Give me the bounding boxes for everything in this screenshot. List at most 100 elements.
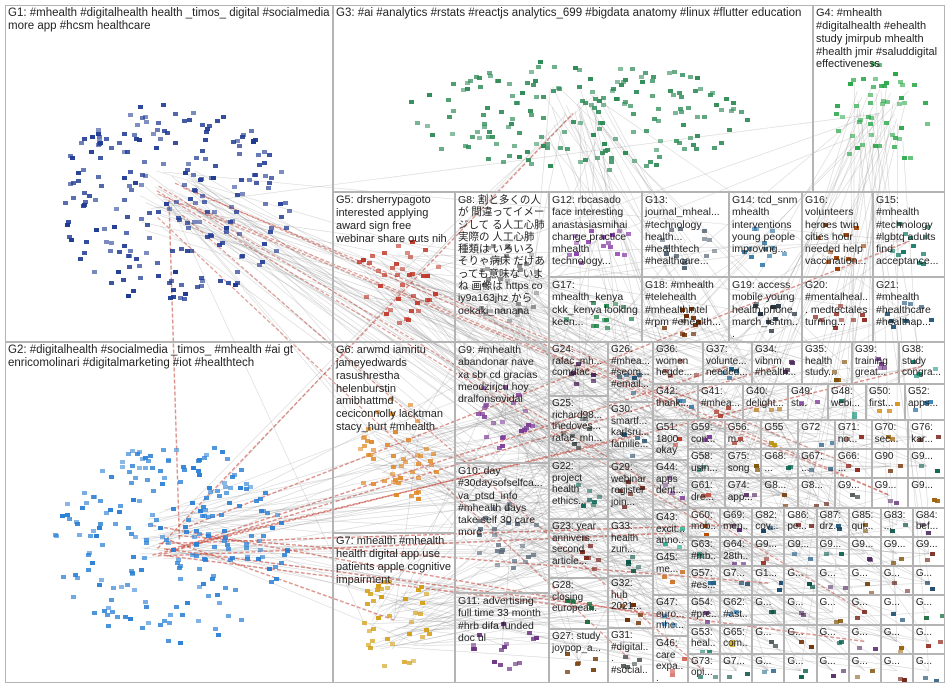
node <box>405 251 410 255</box>
node <box>185 601 190 605</box>
group-label: G45: me... <box>656 552 685 575</box>
node <box>731 101 736 105</box>
node <box>122 198 127 202</box>
node <box>423 248 428 252</box>
node <box>185 221 190 225</box>
node <box>632 159 637 163</box>
node <box>192 535 197 539</box>
node <box>215 593 220 597</box>
node <box>197 532 202 536</box>
node <box>478 85 483 89</box>
node <box>682 147 687 151</box>
node <box>868 122 873 126</box>
node <box>222 539 227 543</box>
group-label: G50: first... <box>869 386 902 409</box>
group-label: G71: no... <box>838 422 869 445</box>
node <box>213 627 218 631</box>
group-cell-g19: G19: access mobile young health phone ma… <box>729 277 802 342</box>
node <box>693 89 698 93</box>
group-label: G58: usin... <box>691 451 722 474</box>
node <box>88 534 93 538</box>
node <box>539 135 544 139</box>
node <box>105 613 110 617</box>
node <box>880 102 885 106</box>
group-cell-g30: G30: smartf... karlsru... familie... <box>608 402 653 460</box>
node <box>671 93 676 97</box>
node <box>718 414 723 418</box>
node <box>139 568 144 572</box>
group-cell-g113: G... <box>784 625 816 654</box>
node <box>899 557 904 561</box>
node <box>625 618 630 622</box>
node <box>145 223 150 227</box>
group-label: G9... <box>838 480 869 492</box>
node <box>192 220 197 224</box>
node <box>239 468 244 472</box>
node <box>129 569 134 573</box>
node <box>424 592 429 596</box>
node <box>857 120 862 124</box>
node <box>74 520 79 524</box>
node <box>263 491 268 495</box>
node <box>420 635 425 639</box>
node <box>589 103 594 107</box>
node <box>98 499 103 503</box>
group-cell-g47: G47: euro... mhe... <box>653 595 688 636</box>
node <box>538 60 543 64</box>
node <box>643 71 648 75</box>
group-label: G... <box>884 597 910 609</box>
node <box>387 614 392 618</box>
node <box>486 157 491 161</box>
node <box>529 113 534 117</box>
group-label: G9: #mhealth abandonar nave xa sbr cd gr… <box>458 344 546 405</box>
group-label: G34: vibnm #health... <box>755 344 799 379</box>
group-cell-g116: G... <box>881 625 913 654</box>
node <box>900 83 905 87</box>
node <box>115 615 120 619</box>
node <box>854 104 859 108</box>
node <box>171 288 176 292</box>
node <box>262 242 267 246</box>
group-cell-g63: G63: #mb... <box>688 537 720 566</box>
node <box>396 481 401 485</box>
node <box>179 247 184 251</box>
node <box>382 479 387 483</box>
node <box>530 424 535 428</box>
node <box>529 162 534 166</box>
node <box>486 135 491 139</box>
group-cell-g9: G9: #mhealth abandonar nave xa sbr cd gr… <box>455 342 549 463</box>
node <box>166 639 171 643</box>
node <box>180 613 185 617</box>
group-cell-g42: G42: thank... <box>653 384 698 420</box>
node <box>719 141 724 145</box>
node <box>482 415 487 419</box>
group-label: G65: com... <box>723 627 749 654</box>
node <box>404 317 409 321</box>
node <box>577 85 582 89</box>
node <box>424 628 429 632</box>
node <box>113 522 118 526</box>
node <box>397 321 402 325</box>
node <box>263 174 268 178</box>
node <box>857 646 862 650</box>
node <box>109 598 114 602</box>
node <box>420 601 425 605</box>
node <box>83 200 88 204</box>
group-cell-g37: G37: volunte... needed... <box>703 342 752 384</box>
node <box>212 545 217 549</box>
node <box>868 558 873 562</box>
node <box>565 147 570 151</box>
node <box>562 130 567 134</box>
node <box>106 624 111 628</box>
node <box>638 613 643 617</box>
node <box>161 448 166 452</box>
node <box>193 201 198 205</box>
node <box>82 491 87 495</box>
node <box>168 613 173 617</box>
node <box>902 101 907 105</box>
node <box>65 502 70 506</box>
group-label: G23: year annivers... second article... <box>552 521 605 568</box>
group-cell-g27: G27: study joypop_a... <box>549 629 608 683</box>
group-label: G21: #mhealth #healthcare #healthap... <box>876 279 942 328</box>
node <box>924 616 929 620</box>
